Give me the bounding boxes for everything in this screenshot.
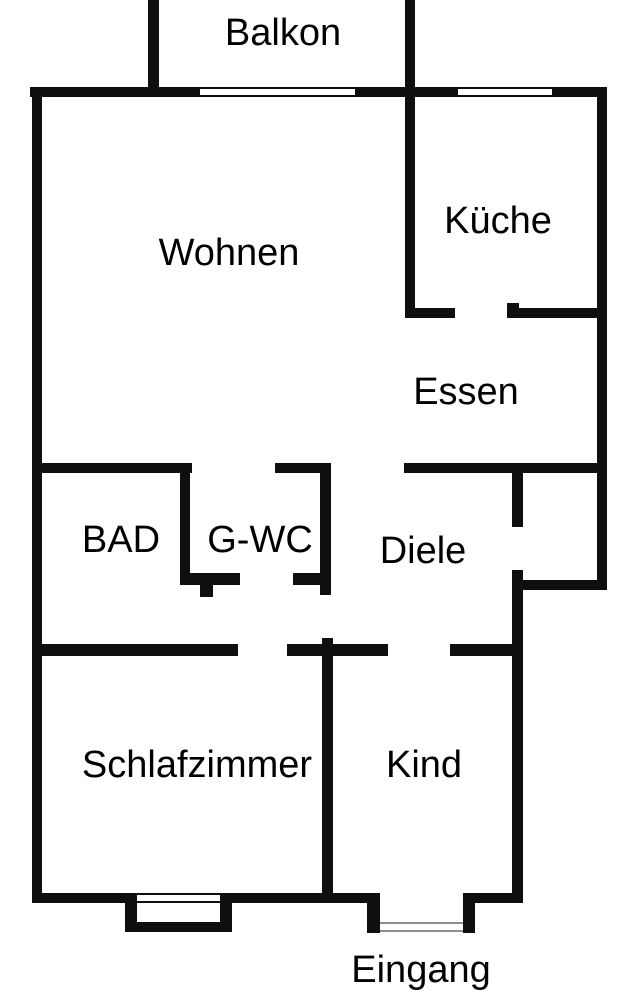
room-label-wohnen: Wohnen xyxy=(158,232,300,274)
room-label-diele: Diele xyxy=(379,530,467,572)
room-label-gwc: G-WC xyxy=(207,519,313,561)
wall-gwc-bottom-right xyxy=(293,573,331,585)
wall-right-lower xyxy=(512,570,523,903)
wall-kitchen-bottom-left xyxy=(405,308,455,318)
wall-corridor-bottom-left xyxy=(32,644,238,656)
wall-right-outer xyxy=(597,87,607,590)
room-label-essen: Essen xyxy=(413,371,519,413)
wall-bath-top xyxy=(32,463,192,473)
wall-bedroom-child-divider xyxy=(322,638,333,903)
room-label-kind: Kind xyxy=(385,744,463,786)
room-label-bad: BAD xyxy=(81,519,161,561)
room-label-kueche: Küche xyxy=(444,200,552,242)
window-bedroom xyxy=(137,893,220,903)
entrance-threshold-line-1 xyxy=(380,922,463,924)
wall-dining-bottom xyxy=(404,463,607,473)
wall-kitchen-bottom-right2 xyxy=(507,308,607,318)
wall-gwc-right xyxy=(320,463,331,595)
wall-bottom-mid xyxy=(232,893,367,903)
wall-bay-bottom xyxy=(125,922,232,932)
wall-entrance-jamb-left xyxy=(367,893,380,933)
wall-corridor-bottom-mid xyxy=(287,644,388,656)
wall-bottom-left xyxy=(32,893,125,903)
floor-plan: Balkon Wohnen Küche Essen BAD G-WC Diele… xyxy=(30,0,607,989)
room-label-balkon: Balkon xyxy=(224,12,342,54)
room-label-eingang: Eingang xyxy=(351,949,491,991)
wall-balcony-right-kitchen-divider xyxy=(405,0,415,318)
wall-gwc-door-tick xyxy=(200,585,213,597)
wall-niche-left-upper xyxy=(512,473,523,527)
wall-gwc-top-right xyxy=(275,463,331,473)
wall-gwc-bottom-left xyxy=(180,573,240,585)
wall-balcony-left xyxy=(148,0,159,92)
wall-entrance-jamb-right xyxy=(463,893,475,933)
wall-left-outer xyxy=(32,87,42,903)
wall-corridor-bottom-right xyxy=(450,644,513,656)
wall-bottom-right xyxy=(475,893,523,903)
window-kitchen xyxy=(458,87,552,97)
wall-gwc-left xyxy=(180,463,190,585)
room-label-schlafzimmer: Schlafzimmer xyxy=(81,744,313,786)
entrance-threshold-line-2 xyxy=(380,930,463,932)
wall-niche-bottom-step xyxy=(513,580,607,590)
window-balcony xyxy=(200,87,355,97)
